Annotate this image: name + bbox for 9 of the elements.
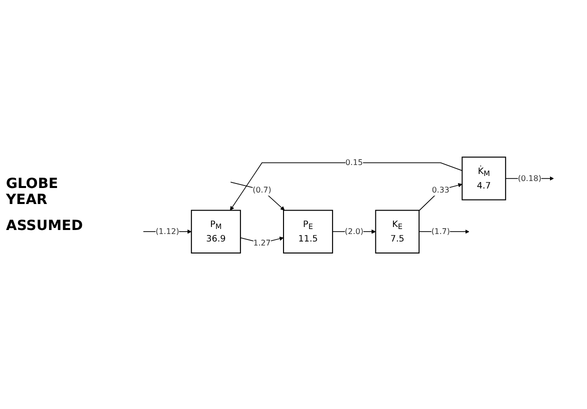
node-box: K̇$_{M}$ 4.7 (462, 156, 506, 200)
arrow (230, 162, 463, 210)
node-box: K$_{E}$ 7.5 (375, 209, 420, 254)
arrow (418, 182, 462, 211)
arrow (230, 181, 285, 210)
node-box: P$_{E}$ 11.5 (283, 209, 334, 254)
note-text: GLOBE YEAR (6, 176, 60, 208)
note-text: ASSUMED (6, 218, 84, 234)
node-box: P$_{M}$ 36.9 (190, 209, 241, 254)
